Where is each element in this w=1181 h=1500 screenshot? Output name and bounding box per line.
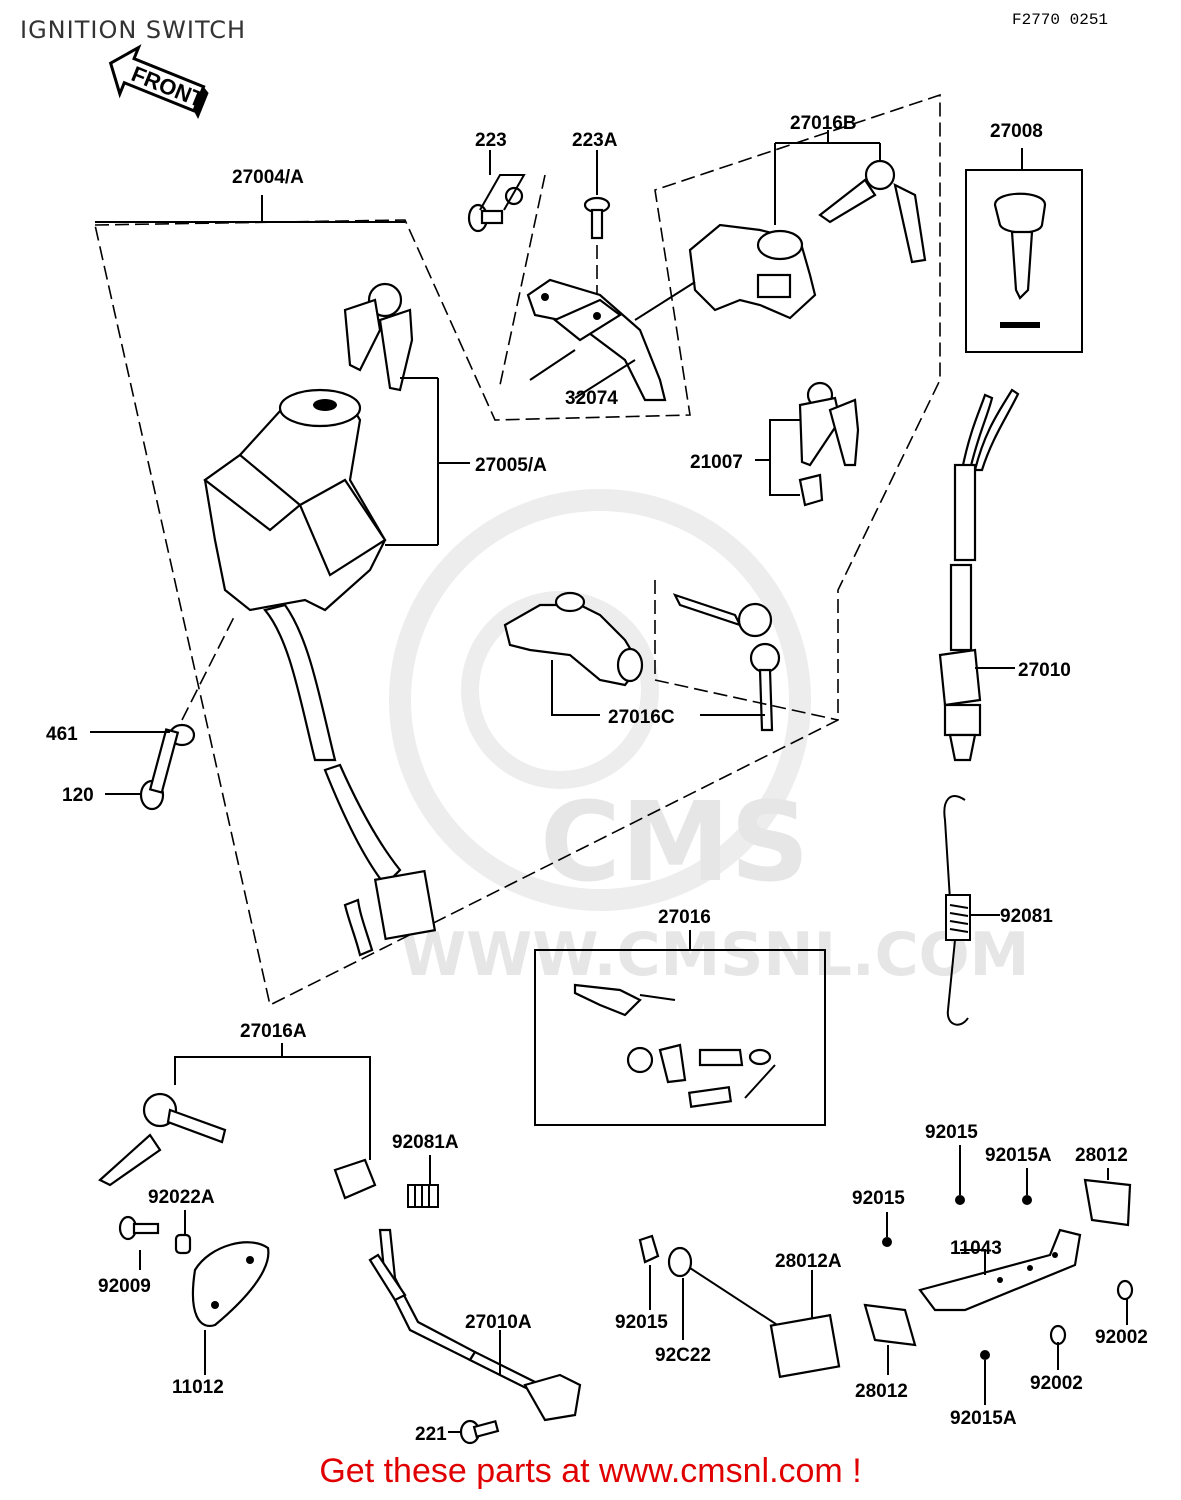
- screw-221-icon: [459, 1419, 500, 1445]
- lock-set-21007: [798, 381, 860, 507]
- part-label: 27005/A: [475, 455, 547, 476]
- part-label: 11012: [172, 1377, 224, 1398]
- spring-92081: [943, 795, 971, 1026]
- part-label: 223: [475, 130, 507, 151]
- cmsnl-footer-link[interactable]: Get these parts at www.cmsnl.com !: [319, 1452, 862, 1490]
- watermark-url-text: WWW.CMSNL.COM: [400, 920, 1029, 990]
- part-label: 27016: [658, 907, 711, 928]
- part-label: 28012: [1075, 1145, 1128, 1166]
- part-label: 223A: [572, 130, 618, 151]
- screw-92009-icon: [118, 1215, 160, 1241]
- reflector-28012A: [769, 1313, 841, 1379]
- part-label: 28012A: [775, 1251, 842, 1272]
- front-label: FRONT: [128, 61, 208, 113]
- reflector-28012-upper: [1083, 1178, 1132, 1227]
- part-label: 221: [415, 1424, 447, 1445]
- part-label: 27016A: [240, 1021, 307, 1042]
- lock-cylinder-icon: [333, 1158, 377, 1200]
- part-label: 92022A: [148, 1187, 215, 1208]
- part-label: 92015: [925, 1122, 978, 1143]
- cms-watermark: CMS WWW.CMSNL.COM: [389, 489, 1029, 990]
- part-label: 11043: [950, 1238, 1002, 1259]
- part-label: 92081: [1000, 906, 1053, 927]
- key-27008-box: [965, 148, 1083, 353]
- diagram-title: IGNITION SWITCH: [20, 16, 246, 44]
- washer-92022A-icon: [174, 1233, 192, 1255]
- part-label: 92002: [1095, 1327, 1148, 1348]
- part-label: 21007: [690, 452, 743, 473]
- part-label: 92009: [98, 1276, 151, 1297]
- part-label: 27010A: [465, 1312, 532, 1333]
- cover-11012: [191, 1241, 270, 1328]
- lock-27016B: [688, 223, 817, 320]
- part-label: 27016B: [790, 113, 857, 134]
- part-label: 120: [62, 785, 94, 806]
- bolt-92002-icon: [1049, 1324, 1067, 1346]
- part-label: 27016C: [608, 707, 675, 728]
- spring-92081A-icon: [407, 1184, 439, 1208]
- key-pair-icon: [672, 593, 781, 732]
- part-label: 32074: [565, 388, 618, 409]
- washer-92022-icon: [667, 1246, 693, 1278]
- switch-27010: [938, 388, 1020, 762]
- part-label: 461: [46, 724, 78, 745]
- nut-92015-icon: [955, 1195, 965, 1205]
- part-label: 92015: [615, 1312, 668, 1333]
- nut-92015-icon: [882, 1237, 892, 1247]
- key-pair-icon: [818, 159, 927, 264]
- assembly-outline: [94, 93, 941, 1007]
- lock-27016C: [503, 591, 644, 687]
- key-pair-icon: [98, 1092, 227, 1187]
- ignition-switch-body: [203, 388, 437, 957]
- part-label: 27010: [1018, 660, 1071, 681]
- switch-27010A: [368, 1228, 582, 1422]
- part-label: 27004/A: [232, 167, 304, 188]
- lock-kit-27016-box: [534, 930, 826, 1126]
- nut-92015A-icon: [1022, 1195, 1032, 1205]
- part-label: 92015A: [985, 1145, 1052, 1166]
- part-label: 92C22: [655, 1345, 711, 1366]
- part-label: 92002: [1030, 1373, 1083, 1394]
- part-label: 92015: [852, 1188, 905, 1209]
- nut-92015A-icon: [980, 1350, 990, 1360]
- nut-92015-icon: [638, 1234, 660, 1264]
- part-label: 92015A: [950, 1408, 1017, 1429]
- bracket-32074: [526, 278, 667, 402]
- part-label: 27008: [990, 121, 1043, 142]
- screw-223-icon: [467, 186, 524, 233]
- part-label: 28012: [855, 1381, 908, 1402]
- front-arrow-icon: FRONT: [108, 44, 209, 120]
- bolt-92002-icon: [1116, 1279, 1134, 1301]
- bracket-11043: [918, 1228, 1082, 1312]
- figure-code: F2770 0251: [1012, 11, 1108, 29]
- bolt-120-icon: [139, 728, 180, 811]
- part-label: 92081A: [392, 1132, 459, 1153]
- reflector-28012-lower: [863, 1303, 917, 1347]
- screw-223A-icon: [583, 196, 611, 240]
- key-pair-icon: [343, 282, 414, 392]
- watermark-logo-text: CMS: [540, 778, 809, 906]
